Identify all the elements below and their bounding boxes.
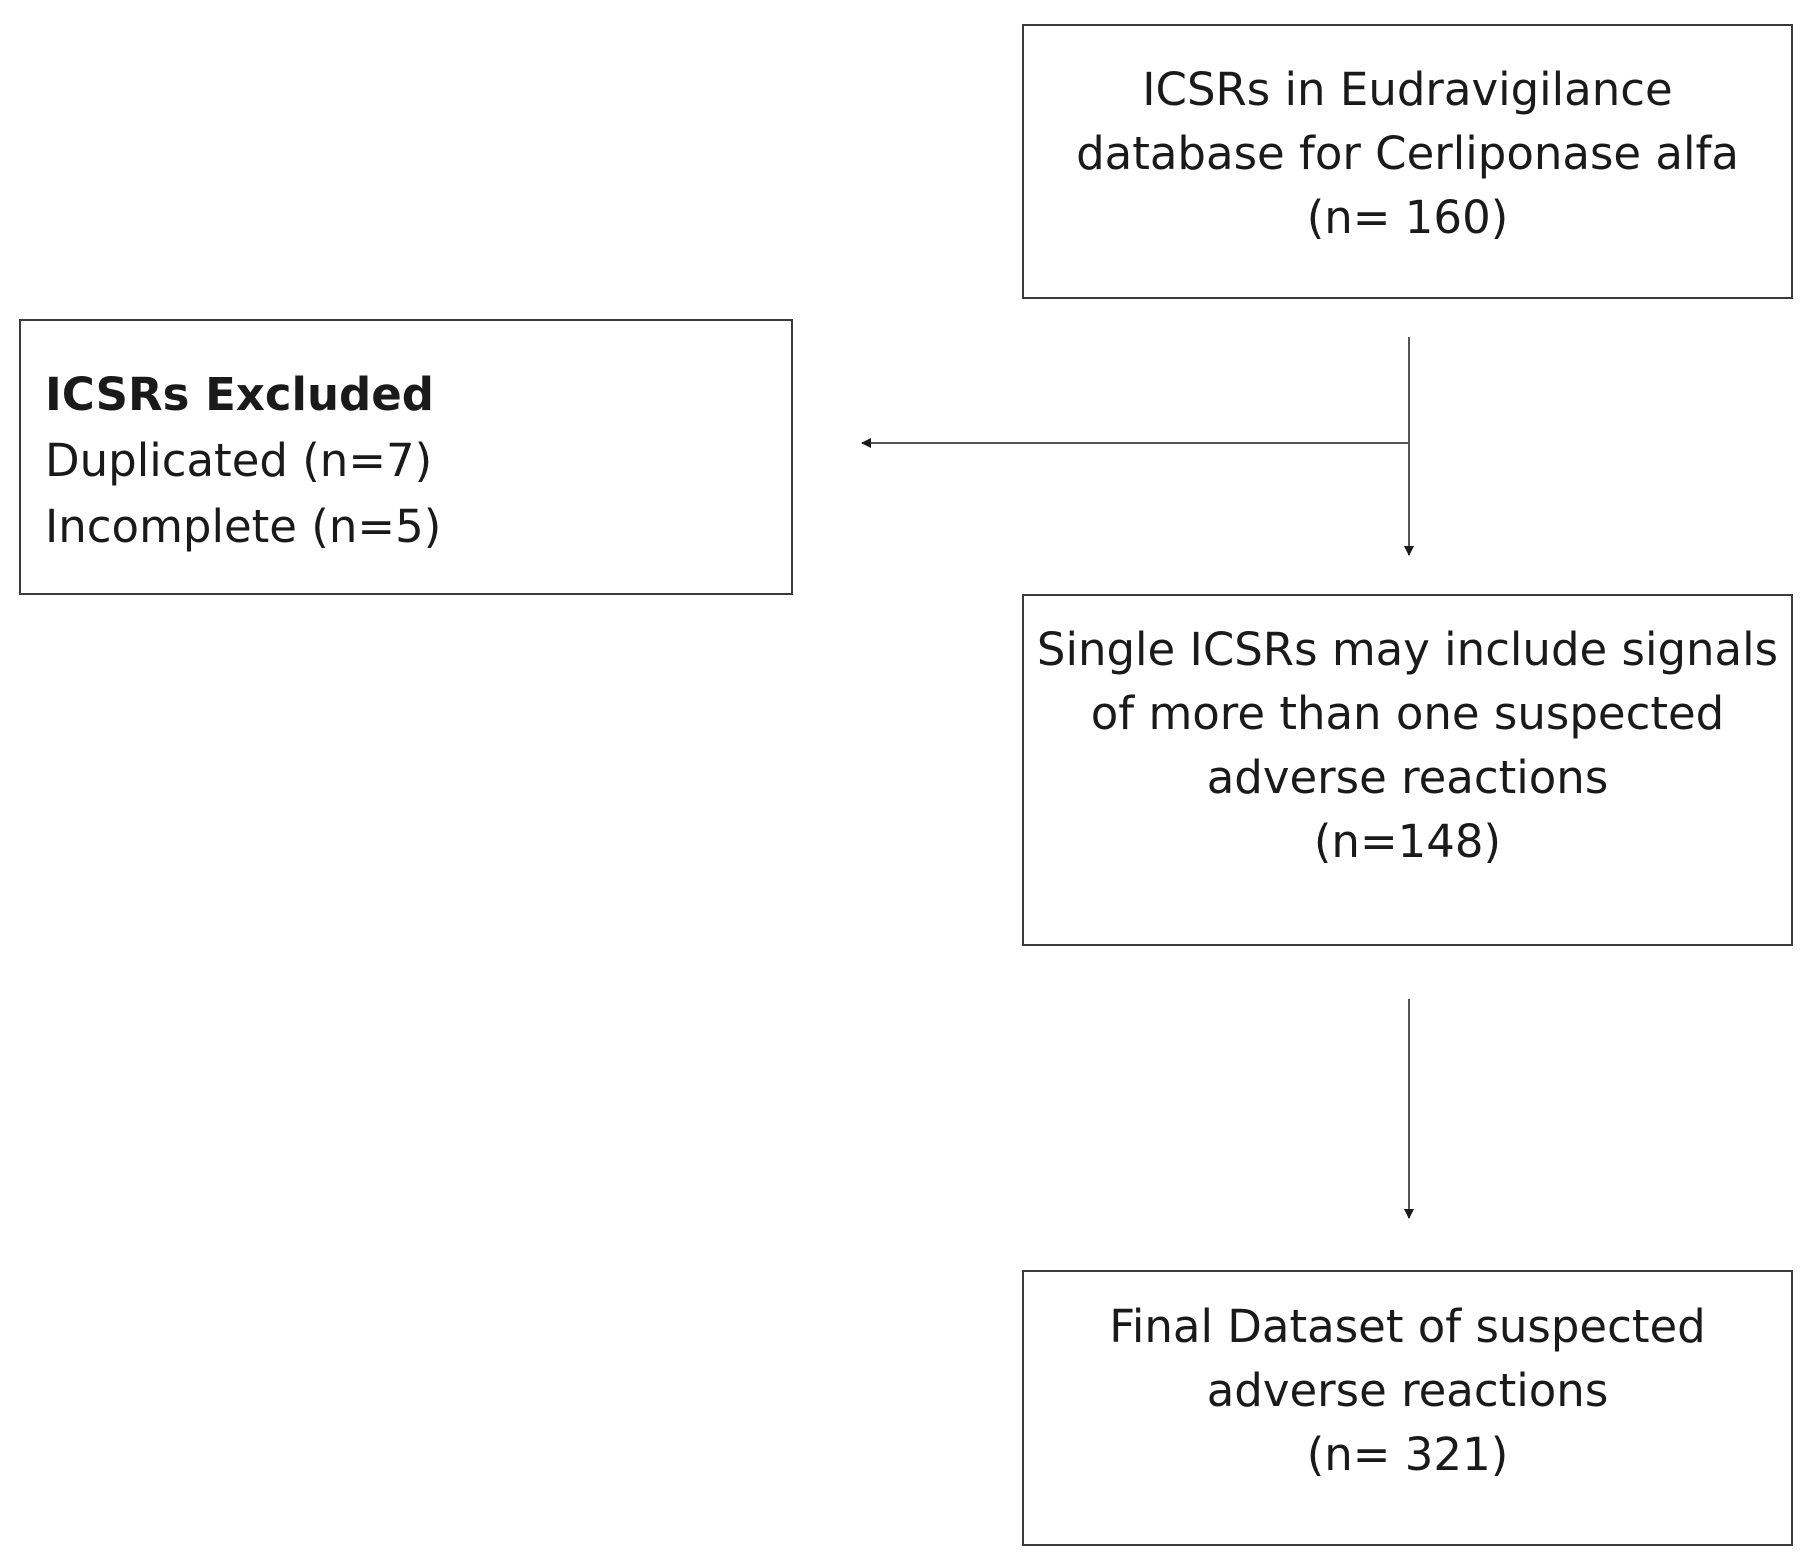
- excluded-title: ICSRs Excluded: [45, 368, 434, 421]
- final-line-2: adverse reactions: [1206, 1364, 1609, 1417]
- source-line-2: database for Cerliponase alfa: [1076, 127, 1739, 180]
- single-line-1: Single ICSRs may include signals: [1036, 623, 1779, 676]
- excluded-box: ICSRs Excluded Duplicated (n=7) Incomple…: [19, 319, 793, 595]
- single-count: (n=148): [1313, 815, 1502, 868]
- source-count: (n= 160): [1306, 191, 1509, 244]
- excluded-duplicated: Duplicated (n=7): [45, 434, 433, 487]
- single-line-3: adverse reactions: [1206, 751, 1609, 804]
- single-icsrs-box: Single ICSRs may include signals of more…: [1022, 594, 1793, 946]
- source-box: ICSRs in Eudravigilance database for Cer…: [1022, 24, 1793, 299]
- single-line-2: of more than one suspected: [1090, 687, 1725, 740]
- excluded-incomplete: Incomplete (n=5): [45, 500, 442, 553]
- final-count: (n= 321): [1306, 1428, 1509, 1481]
- source-line-1: ICSRs in Eudravigilance: [1142, 63, 1673, 116]
- final-line-1: Final Dataset of suspected: [1109, 1300, 1706, 1353]
- final-dataset-box: Final Dataset of suspected adverse react…: [1022, 1270, 1793, 1546]
